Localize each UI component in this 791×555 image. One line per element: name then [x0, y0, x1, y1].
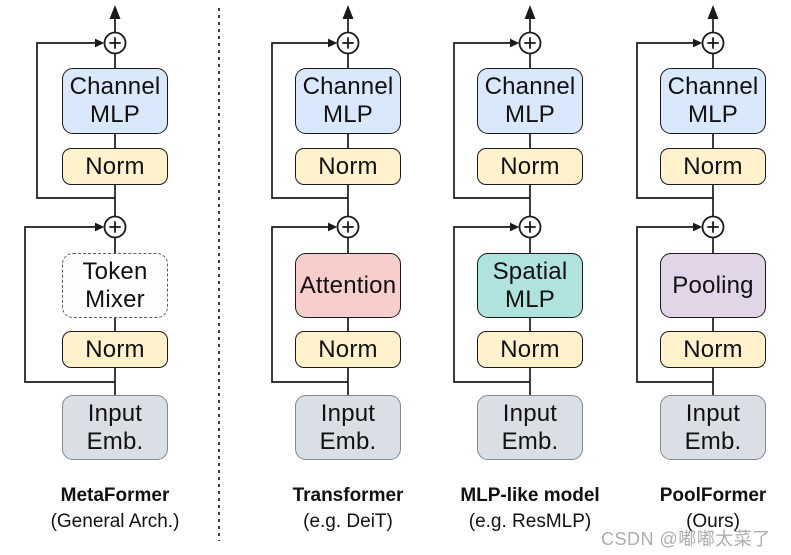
residual-add-icon [701, 215, 725, 239]
column-title: Transformer [292, 485, 404, 506]
channel-mlp-block: Channel MLP [62, 68, 168, 134]
residual-add-icon [103, 215, 127, 239]
norm-block: Norm [62, 331, 168, 368]
skip-connection-line [24, 226, 115, 383]
skip-arrowhead-icon [693, 38, 703, 48]
watermark: CSDN @嘟嘟太菜了 [601, 529, 771, 549]
skip-connection-line [453, 42, 530, 199]
token-mixer-block: Token Mixer [62, 253, 168, 318]
residual-add-icon [336, 31, 360, 55]
residual-add-icon [103, 31, 127, 55]
residual-add-icon [701, 31, 725, 55]
spatial-mlp-block: Spatial MLP [477, 253, 583, 318]
column-title: PoolFormer [659, 485, 767, 506]
input-embedding-block: Input Emb. [62, 395, 168, 460]
residual-add-icon [518, 31, 542, 55]
norm-block: Norm [295, 148, 401, 185]
skip-connection-line [636, 42, 713, 199]
norm-block: Norm [477, 148, 583, 185]
skip-connection-line [271, 226, 348, 383]
column-subtitle: (Ours) [686, 511, 740, 532]
skip-connection-line [636, 226, 713, 383]
input-embedding-block: Input Emb. [477, 395, 583, 460]
skip-arrowhead-icon [328, 222, 338, 232]
skip-connection-line [271, 42, 348, 199]
skip-arrowhead-icon [510, 38, 520, 48]
skip-arrowhead-icon [693, 222, 703, 232]
output-arrow-icon [109, 5, 121, 19]
skip-connection-line [36, 42, 115, 199]
skip-arrowhead-icon [328, 38, 338, 48]
input-embedding-block: Input Emb. [295, 395, 401, 460]
output-arrow-icon [524, 5, 536, 19]
column-subtitle: (e.g. DeiT) [303, 511, 393, 532]
channel-mlp-block: Channel MLP [477, 68, 583, 134]
column-title: MetaFormer [60, 485, 170, 506]
output-arrow-icon [342, 5, 354, 19]
channel-mlp-block: Channel MLP [660, 68, 766, 134]
channel-mlp-block: Channel MLP [295, 68, 401, 134]
skip-arrowhead-icon [95, 222, 105, 232]
norm-block: Norm [62, 148, 168, 185]
skip-arrowhead-icon [510, 222, 520, 232]
column-title: MLP-like model [460, 485, 600, 506]
norm-block: Norm [660, 148, 766, 185]
column-subtitle: (e.g. ResMLP) [468, 511, 592, 532]
residual-add-icon [336, 215, 360, 239]
residual-add-icon [518, 215, 542, 239]
input-embedding-block: Input Emb. [660, 395, 766, 460]
norm-block: Norm [660, 331, 766, 368]
pooling-block: Pooling [660, 253, 766, 318]
output-arrow-icon [707, 5, 719, 19]
skip-arrowhead-icon [95, 38, 105, 48]
column-subtitle: (General Arch.) [50, 511, 180, 532]
norm-block: Norm [477, 331, 583, 368]
norm-block: Norm [295, 331, 401, 368]
skip-connection-line [453, 226, 530, 383]
attention-block: Attention [295, 253, 401, 318]
